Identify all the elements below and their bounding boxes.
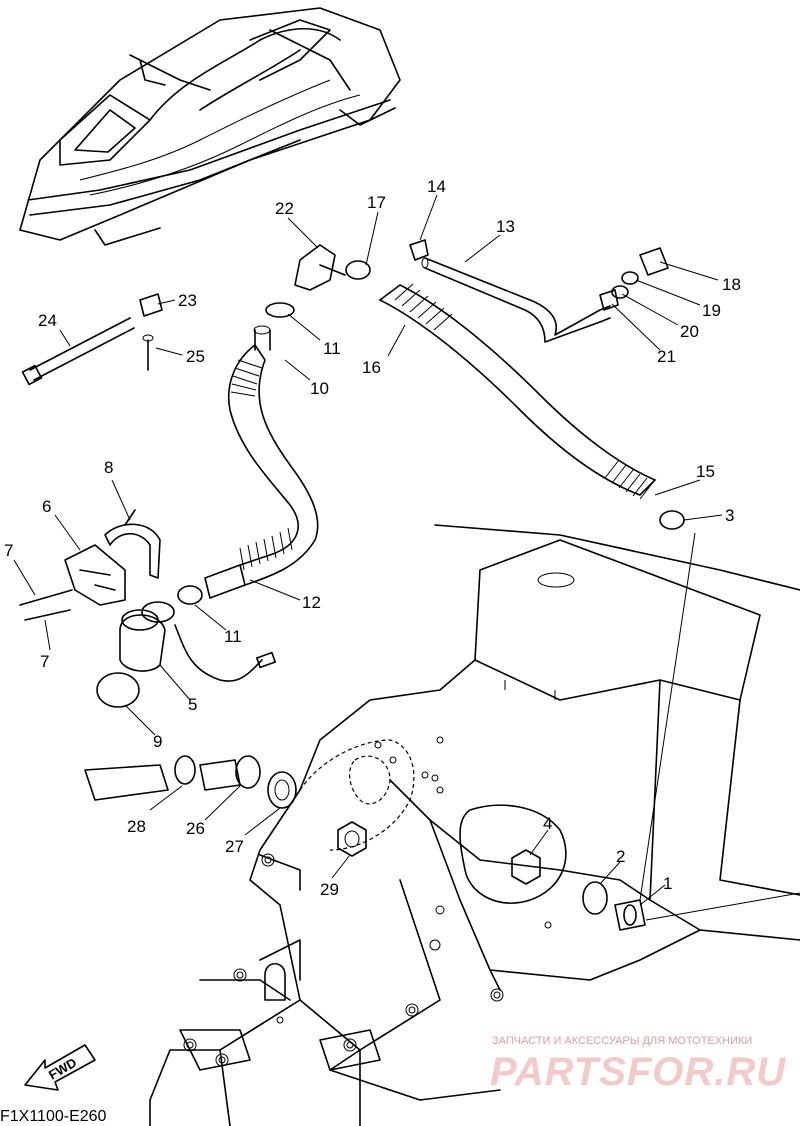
nut-29	[337, 821, 367, 857]
part-label-7-top[interactable]: 7	[4, 541, 13, 560]
bracket-8	[104, 509, 161, 579]
part-label-6[interactable]: 6	[42, 497, 51, 516]
clamp-17	[345, 260, 371, 280]
part-label-29[interactable]: 29	[320, 880, 339, 899]
part-label-12[interactable]: 12	[302, 593, 321, 612]
clamp-11-top	[265, 302, 295, 318]
part-label-26[interactable]: 26	[186, 819, 205, 838]
part-label-23[interactable]: 23	[178, 291, 197, 310]
part-label-2[interactable]: 2	[616, 847, 625, 866]
clamp-11-bottom	[177, 585, 203, 605]
bilge-pump-5	[119, 601, 277, 682]
watermark-brand: PARTSFOR.RU	[490, 1050, 786, 1094]
washer-2	[582, 881, 608, 915]
fitting-22	[294, 244, 346, 291]
pipe-13	[421, 257, 611, 343]
outlet-hose	[378, 283, 657, 500]
part-label-27[interactable]: 27	[225, 837, 244, 856]
part-label-18[interactable]: 18	[722, 275, 741, 294]
part-label-10[interactable]: 10	[310, 379, 329, 398]
cable-tie-24	[21, 317, 135, 386]
part-number-labels: 22 17 14 13 18 19 20 21 23 24 25 11 16 1…	[4, 177, 741, 899]
part-label-11-top[interactable]: 11	[323, 339, 341, 358]
part-label-28[interactable]: 28	[127, 817, 146, 836]
fwd-arrow: FWD	[24, 1044, 96, 1091]
part-label-21[interactable]: 21	[657, 347, 676, 366]
watermark-tagline: ЗАПЧАСТИ И АКСЕССУАРЫ ДЛЯ МОТОТЕХНИКИ	[492, 1035, 752, 1047]
part-label-4[interactable]: 4	[543, 814, 552, 833]
part-label-15[interactable]: 15	[696, 462, 715, 481]
part-label-14[interactable]: 14	[427, 177, 446, 196]
part-label-3[interactable]: 3	[725, 506, 734, 525]
part-label-24[interactable]: 24	[38, 311, 57, 330]
thru-hull-parts	[84, 755, 297, 809]
part-label-5[interactable]: 5	[188, 695, 197, 714]
leader-lines	[13, 194, 800, 921]
bolt-18-washers	[599, 247, 669, 311]
clip-23	[139, 293, 163, 317]
part-label-19[interactable]: 19	[702, 301, 721, 320]
part-label-11-bottom[interactable]: 11	[224, 627, 242, 646]
rivet-25	[142, 334, 154, 371]
suction-hose	[204, 325, 319, 599]
part-label-22[interactable]: 22	[275, 199, 294, 218]
part-label-16[interactable]: 16	[362, 358, 381, 377]
part-label-25[interactable]: 25	[186, 347, 205, 366]
fitting-1	[614, 899, 646, 931]
part-label-17[interactable]: 17	[367, 193, 386, 212]
part-label-7-bottom[interactable]: 7	[40, 652, 49, 671]
nut-4	[511, 849, 541, 885]
part-label-20[interactable]: 20	[680, 322, 699, 341]
filter-9	[96, 672, 140, 708]
clamp-14	[409, 239, 429, 261]
part-label-8[interactable]: 8	[104, 458, 113, 477]
bracket-6	[64, 544, 126, 606]
watercraft-illustration	[19, 7, 401, 246]
rivets-7	[19, 589, 73, 621]
diagram-code: F1X1100-E260	[0, 1108, 107, 1125]
part-label-1[interactable]: 1	[663, 874, 672, 893]
clamp-3	[659, 510, 685, 530]
part-label-13[interactable]: 13	[496, 217, 515, 236]
watermark: ЗАПЧАСТИ И АКСЕССУАРЫ ДЛЯ МОТОТЕХНИКИ PA…	[490, 1035, 786, 1094]
part-label-9[interactable]: 9	[153, 732, 162, 751]
